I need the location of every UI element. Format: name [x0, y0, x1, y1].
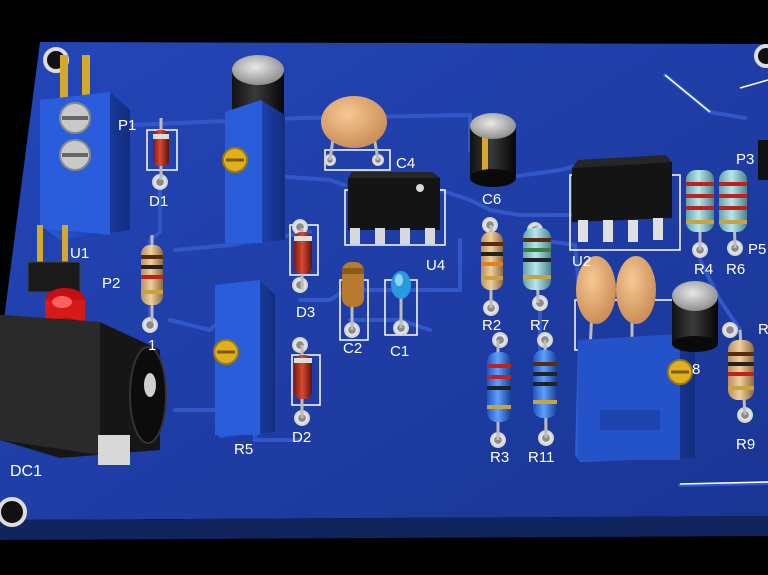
label-d1: D1 [149, 193, 169, 210]
label-u4: U4 [426, 257, 446, 274]
label-u1: U1 [70, 245, 90, 262]
label-d2: D2 [292, 429, 312, 446]
resistor-r9 [728, 329, 754, 416]
label-r2: R2 [482, 317, 502, 334]
dc-jack-dc1 [0, 315, 167, 465]
terminal-block-p1 [40, 55, 130, 240]
capacitor-c1 [391, 271, 411, 328]
trimmer-pot-large [575, 334, 695, 462]
resistor-r2 [481, 225, 503, 308]
ceramic-cap-c4 [321, 96, 387, 161]
label-r5: R5 [234, 441, 254, 458]
pcb-board [0, 42, 768, 520]
trimmer-pot-upper [222, 100, 285, 245]
label-r9: R9 [736, 436, 756, 453]
ic-u4 [348, 172, 440, 244]
diode-d2 [294, 345, 312, 418]
label-c6: C6 [482, 191, 502, 208]
trimmer-pot-r5 [213, 280, 275, 438]
diode-d3 [294, 228, 312, 290]
ceramic-caps-pair [576, 256, 656, 351]
resistor-r7 [523, 224, 551, 304]
resistor-r1 [141, 235, 163, 322]
electrolytic-cap-c8 [672, 281, 718, 352]
label-r6: R6 [726, 261, 746, 278]
label-r11: R11 [528, 449, 555, 466]
label-u2: U2 [572, 253, 592, 270]
label-p1: P1 [118, 117, 137, 134]
resistor-r6 [719, 169, 747, 249]
label-r7: R7 [530, 317, 550, 334]
capacitor-c2 [342, 262, 364, 330]
label-r3: R3 [490, 449, 510, 466]
label-c2: C2 [343, 340, 363, 357]
header-p2 [27, 225, 81, 293]
label-d3: D3 [296, 304, 316, 321]
resistor-r3 [487, 340, 511, 440]
label-c4: C4 [396, 155, 416, 172]
resistor-r11 [533, 339, 557, 439]
label-r1: 1 [148, 337, 157, 354]
label-p5: P5 [748, 241, 767, 258]
pcb-board-edge [0, 516, 768, 540]
ic-u2 [572, 155, 672, 242]
resistor-r4 [686, 170, 714, 250]
diode-d1 [153, 118, 169, 180]
electrolytic-cap-c6 [470, 113, 516, 187]
label-p3: P3 [736, 151, 755, 168]
mount-hole [0, 497, 27, 527]
mount-hole [754, 44, 768, 68]
connector-p3 [758, 140, 768, 180]
label-r8: 8 [692, 361, 701, 378]
label-c1: C1 [390, 343, 410, 360]
label-r-edge: R [758, 321, 768, 338]
label-p2: P2 [102, 275, 121, 292]
label-dc1: DC1 [10, 463, 43, 480]
label-r4: R4 [694, 261, 714, 278]
